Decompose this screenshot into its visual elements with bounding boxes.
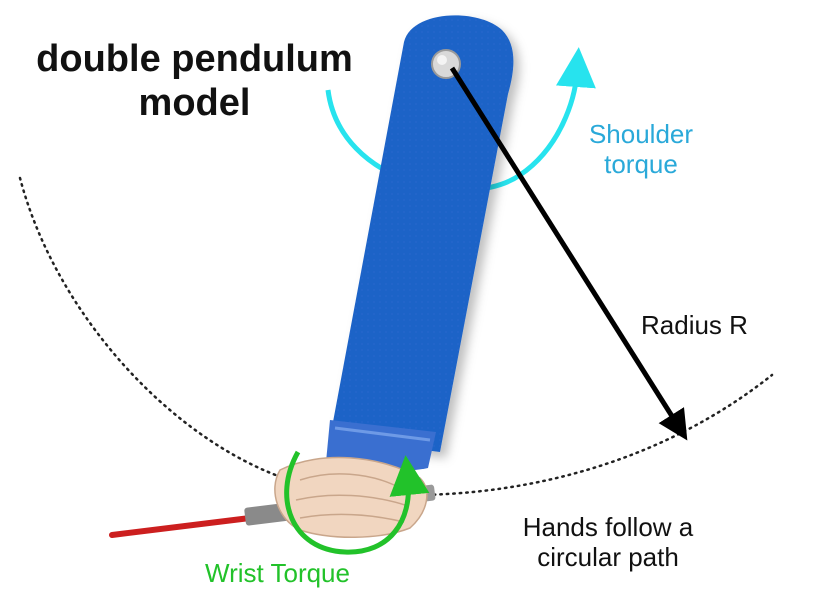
hands-path-label: Hands follow a circular path — [488, 512, 728, 573]
diagram-title: double pendulum model — [22, 38, 367, 125]
shoulder-torque-label: Shoulder torque — [566, 119, 716, 180]
hands-path-label-line-2: circular path — [537, 541, 679, 572]
wrist-torque-arrow-icon — [284, 450, 430, 555]
title-line-1: double pendulum — [36, 38, 353, 80]
arm-segment — [330, 15, 514, 452]
shoulder-torque-label-line-1: Shoulder — [588, 119, 694, 149]
hands-icon — [274, 456, 428, 539]
radius-label: Radius R — [641, 310, 748, 340]
wrist-torque-label: Wrist Torque — [205, 558, 350, 588]
hands-path-label-line-1: Hands follow a — [522, 512, 694, 542]
shoulder-torque-label-line-2: torque — [604, 148, 678, 179]
radius-arrow-icon — [449, 66, 688, 441]
shoulder-torque-arrow-icon — [325, 47, 596, 193]
title-line-2: model — [138, 81, 251, 124]
